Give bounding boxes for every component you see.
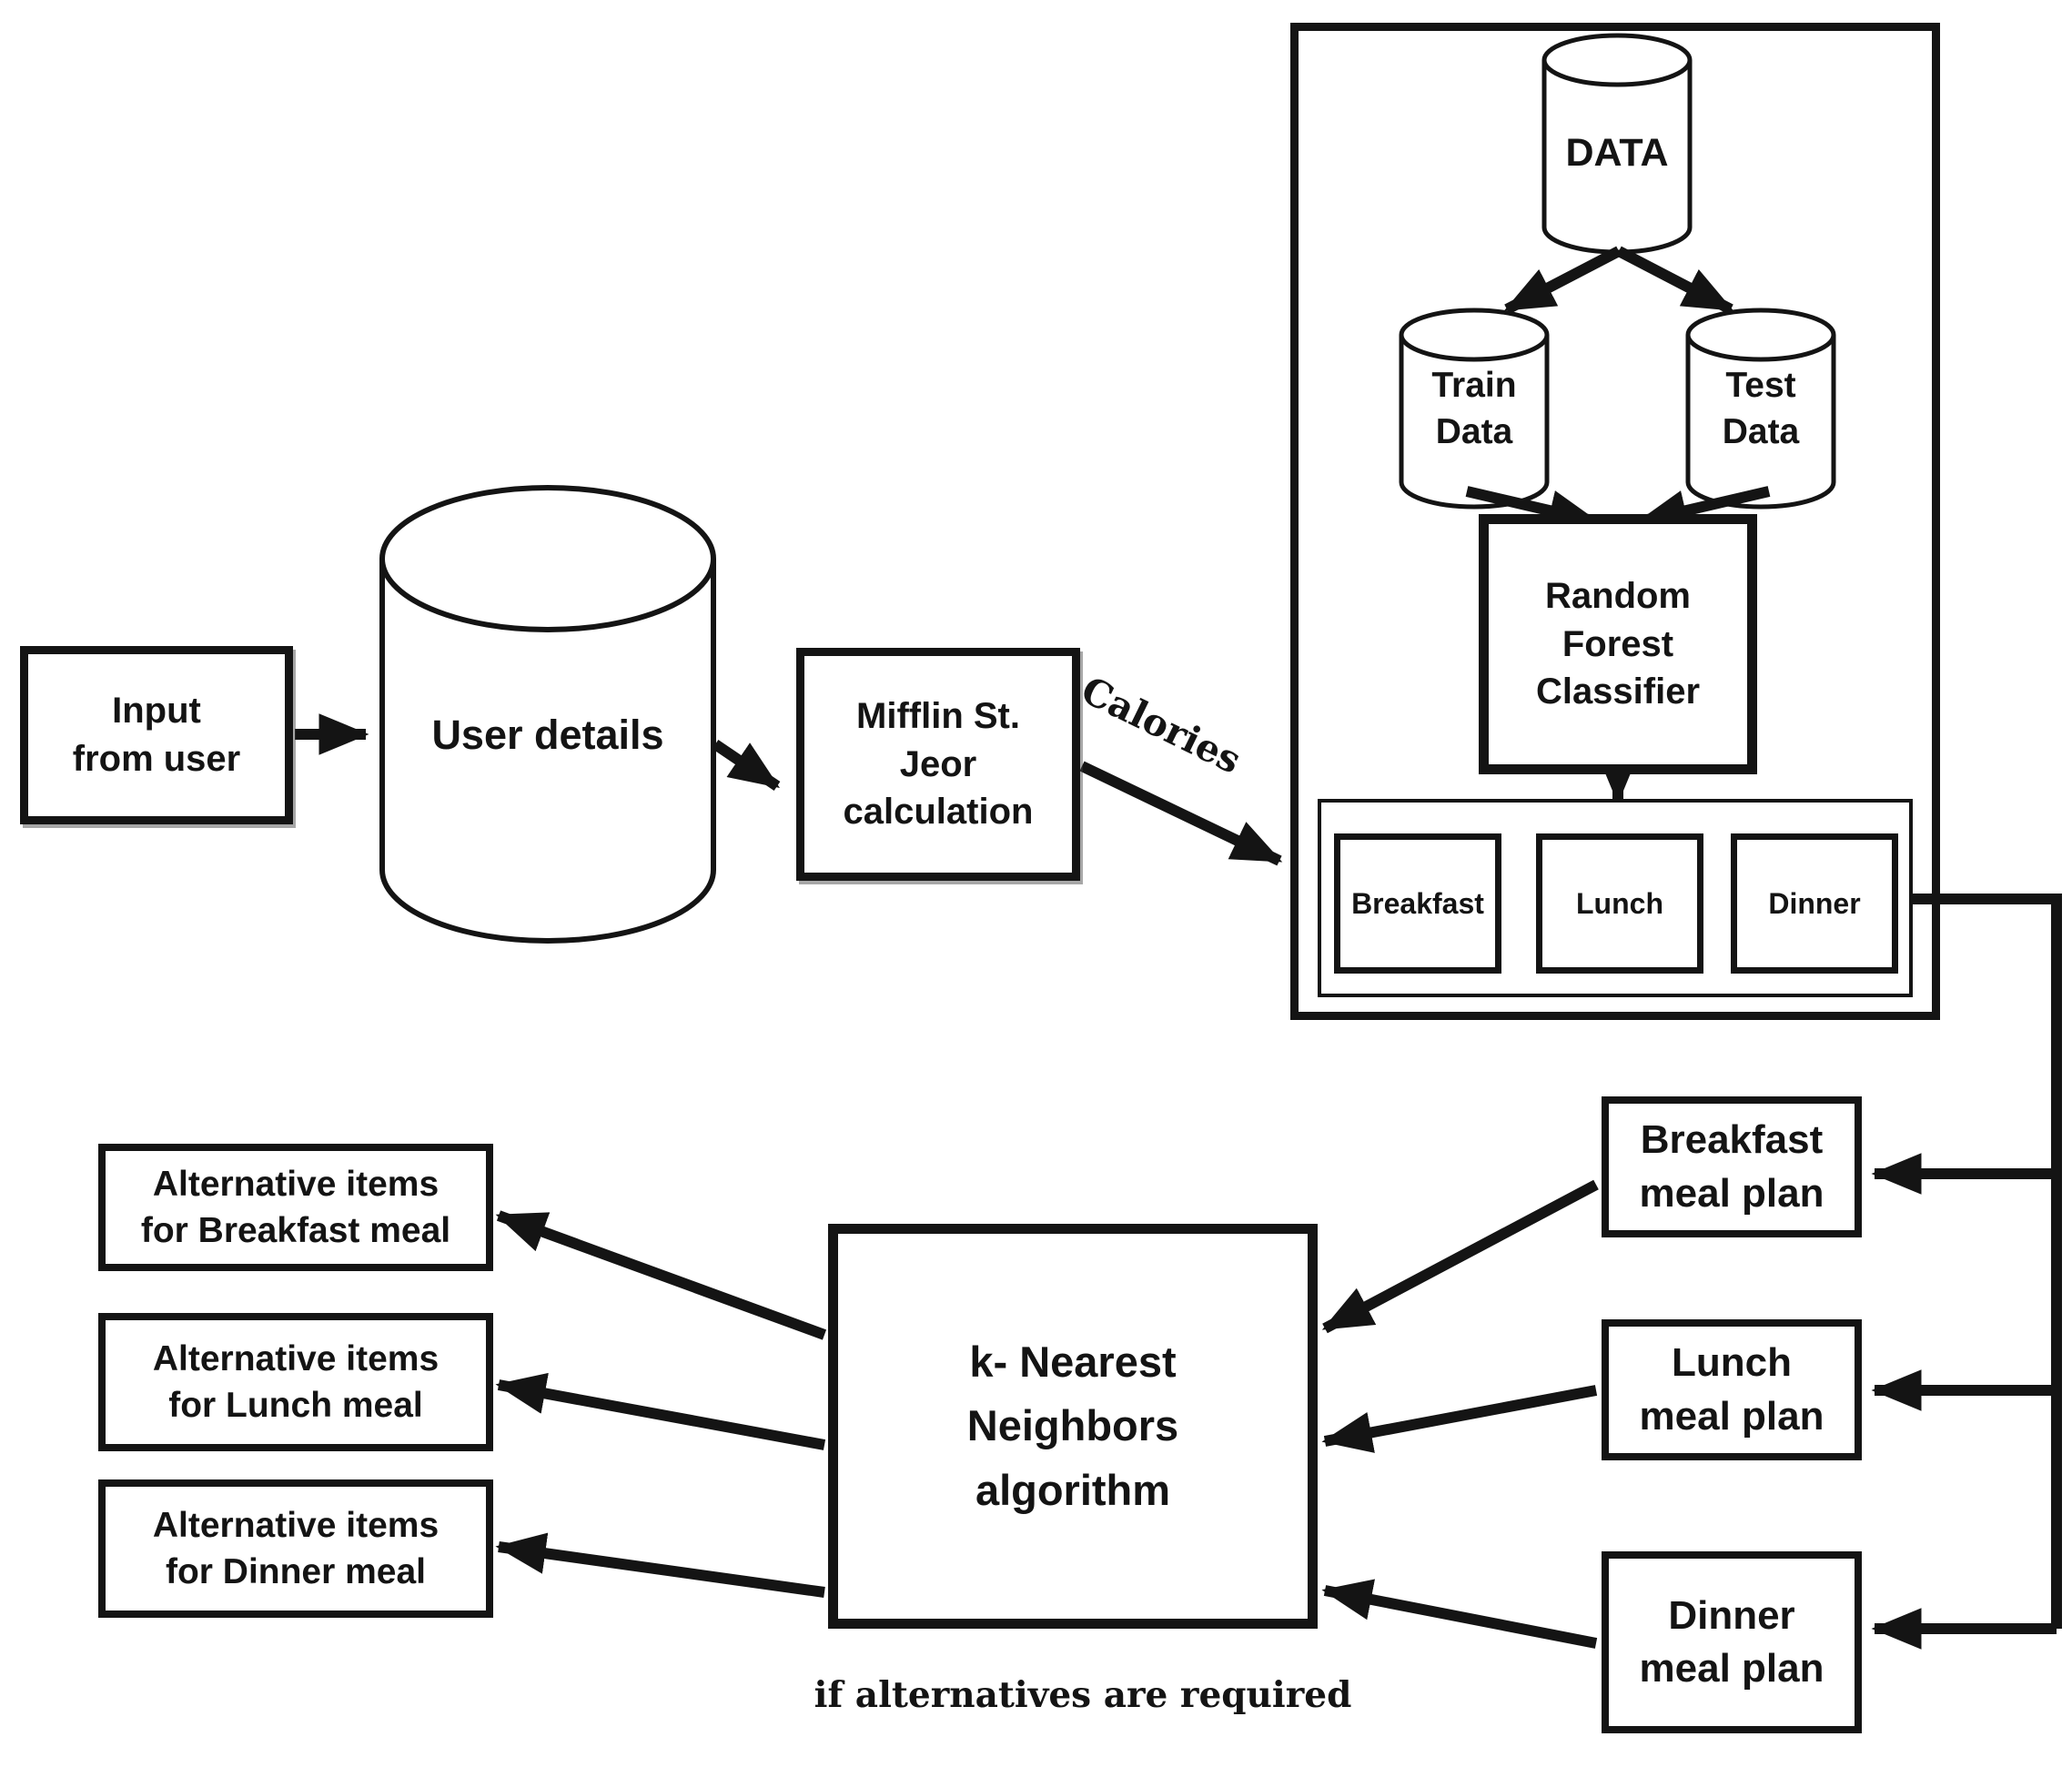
arrow-calories-to-panel: [1079, 761, 1283, 866]
arrow-data-to-test: [1616, 246, 1734, 315]
knn-label-line-3: algorithm: [975, 1465, 1171, 1514]
alternative-lunch-box: Alternative items for Lunch meal: [98, 1313, 493, 1451]
dinner-meal-plan-box: Dinner meal plan: [1602, 1551, 1862, 1733]
arrow-breakfast-plan-to-knn: [1321, 1179, 1599, 1334]
alt-breakfast-label-line-2: for Breakfast meal: [140, 1211, 451, 1250]
input-from-user-box: Input from user: [20, 646, 293, 824]
knn-algorithm-box: k- Nearest Neighbors algorithm: [828, 1224, 1318, 1629]
lunch-meal-plan-box: Lunch meal plan: [1602, 1319, 1862, 1460]
input-from-user-label-line-2: from user: [72, 739, 241, 779]
lunch-plan-label-line-2: meal plan: [1639, 1393, 1824, 1439]
random-forest-label-line-1: Random: [1545, 575, 1691, 616]
test-data-cylinder: [1685, 308, 1836, 510]
random-forest-classifier-box: Random Forest Classifier: [1479, 514, 1757, 774]
lunch-slot-label: Lunch: [1576, 886, 1663, 920]
input-from-user-label-line-1: Input: [112, 691, 201, 732]
dinner-plan-label-line-1: Dinner: [1668, 1592, 1795, 1638]
alternative-breakfast-box: Alternative items for Breakfast meal: [98, 1144, 493, 1271]
data-store-label: DATA: [1565, 131, 1669, 175]
train-data-label-line-2: Data: [1435, 412, 1513, 452]
user-details-label: User details: [431, 712, 664, 758]
breakfast-slot-label: Breakfast: [1351, 886, 1484, 920]
train-data-cylinder: [1399, 308, 1550, 510]
dinner-plan-label-line-2: meal plan: [1639, 1646, 1824, 1691]
test-data-label: Test Data: [1681, 362, 1841, 456]
random-forest-label-line-3: Classifier: [1535, 671, 1701, 712]
arrow-knn-to-alt-dinner: [495, 1532, 825, 1598]
mifflin-calculation-box: Mifflin St. Jeor calculation: [796, 648, 1080, 881]
data-cylinder: [1541, 33, 1693, 255]
alt-dinner-label-line-1: Alternative items: [152, 1505, 440, 1545]
dinner-slot-label: Dinner: [1768, 886, 1861, 920]
knn-condition-caption: if alternatives are required: [814, 1674, 1352, 1716]
alternative-dinner-box: Alternative items for Dinner meal: [98, 1479, 493, 1618]
lunch-slot-box: Lunch: [1536, 833, 1703, 974]
lunch-plan-label-line-1: Lunch: [1672, 1340, 1792, 1386]
train-data-label-line-1: Train: [1431, 366, 1517, 405]
mifflin-label-line-2: Jeor: [899, 743, 977, 784]
mifflin-label-line-3: calculation: [843, 792, 1034, 833]
breakfast-plan-label-line-1: Breakfast: [1640, 1117, 1824, 1163]
alt-breakfast-label-line-1: Alternative items: [152, 1164, 440, 1204]
arrow-data-to-train: [1503, 246, 1622, 315]
knn-label-line-1: k- Nearest: [969, 1337, 1177, 1386]
arrow-knn-to-alt-lunch: [495, 1372, 826, 1450]
breakfast-plan-label-line-2: meal plan: [1639, 1170, 1824, 1216]
arrow-knn-to-alt-breakfast: [495, 1210, 827, 1340]
breakfast-slot-box: Breakfast: [1334, 833, 1501, 974]
alt-lunch-label-line-2: for Lunch meal: [168, 1386, 423, 1425]
alt-dinner-label-line-2: for Dinner meal: [165, 1552, 427, 1591]
arrow-dinner-plan-to-knn: [1321, 1579, 1598, 1649]
test-data-label-line-2: Data: [1722, 412, 1800, 452]
mifflin-label-line-1: Mifflin St.: [856, 695, 1020, 736]
knn-label-line-2: Neighbors: [966, 1401, 1179, 1450]
train-data-label: Train Data: [1394, 362, 1554, 456]
classifier-panel-box: [1290, 23, 1940, 1020]
arrow-lunch-plan-to-knn: [1321, 1385, 1598, 1453]
random-forest-label-line-2: Forest: [1562, 623, 1674, 664]
test-data-label-line-1: Test: [1725, 366, 1796, 405]
breakfast-meal-plan-box: Breakfast meal plan: [1602, 1096, 1862, 1237]
arrow-user-details-to-mifflin: [712, 740, 781, 791]
user-details-cylinder: [379, 485, 716, 944]
alt-lunch-label-line-1: Alternative items: [152, 1338, 440, 1378]
dinner-slot-box: Dinner: [1731, 833, 1898, 974]
